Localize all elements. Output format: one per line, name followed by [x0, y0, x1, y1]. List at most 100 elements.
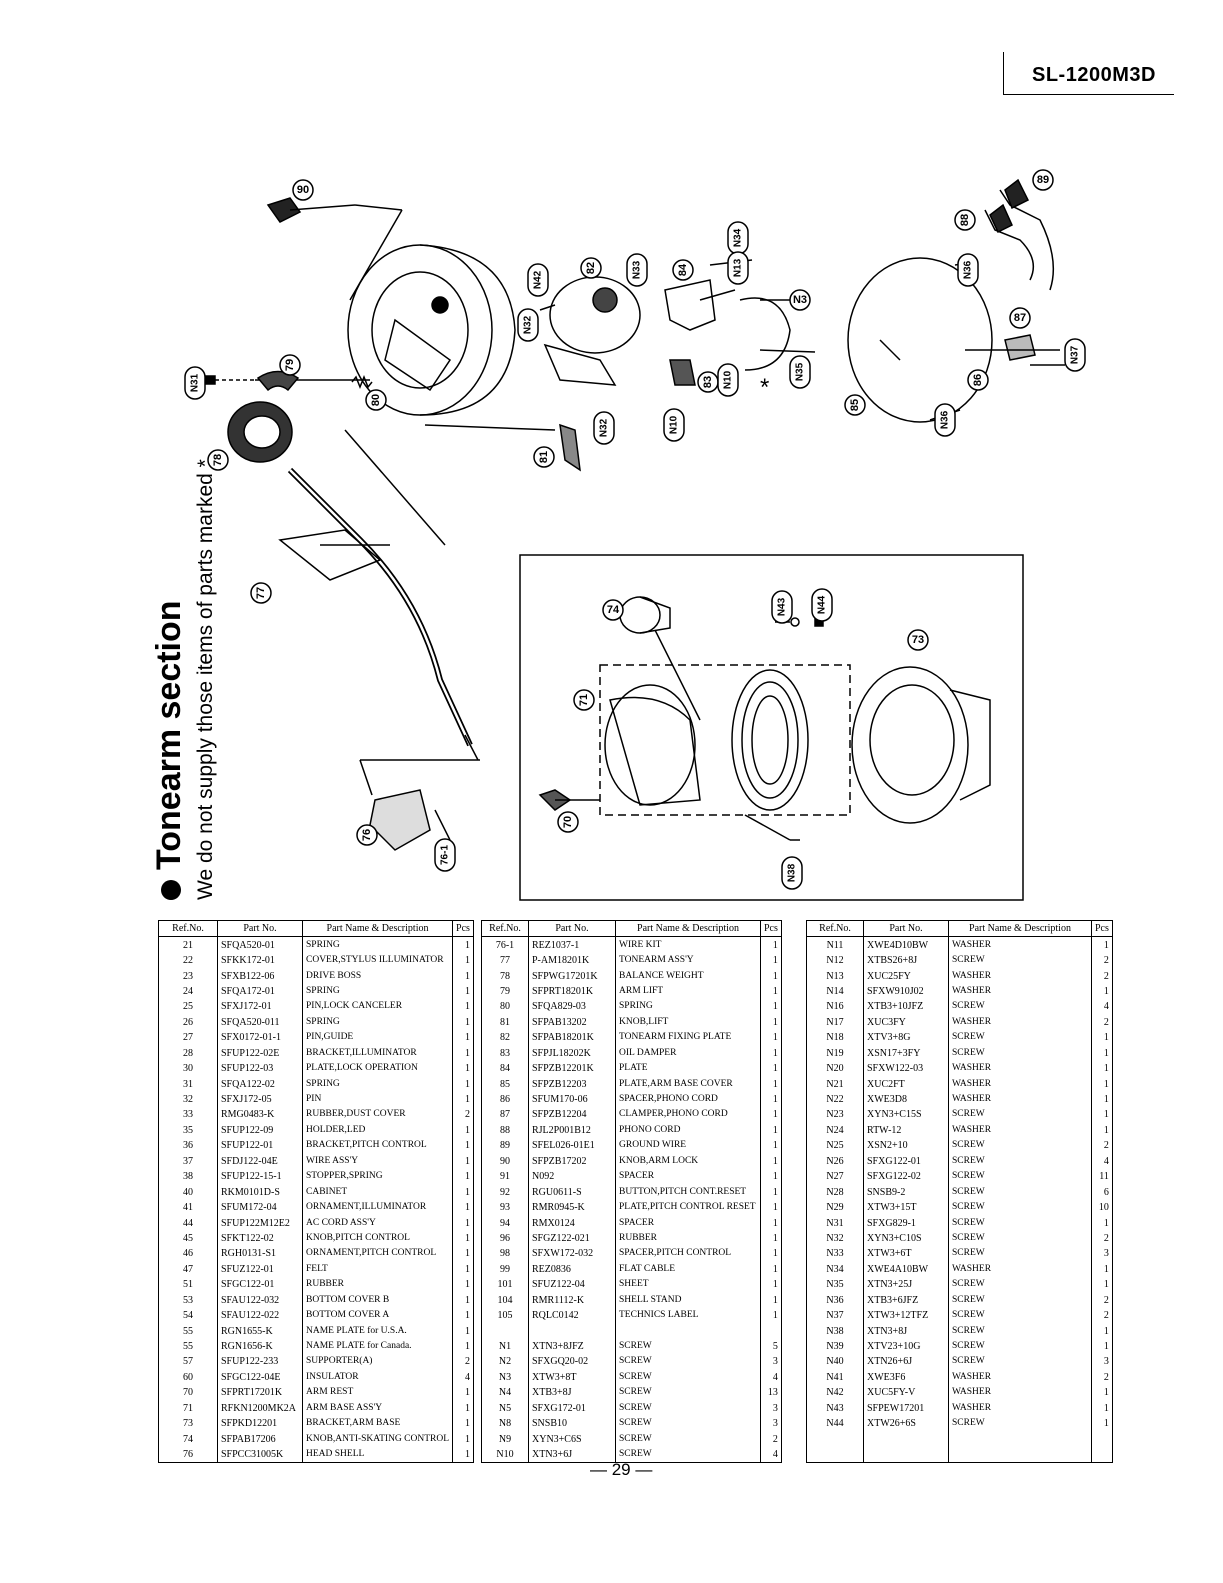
- callout-85: 85: [844, 394, 866, 416]
- part-no-cell: SFXW122-03: [863, 1060, 949, 1077]
- ref-cell: N23: [806, 1107, 864, 1123]
- pcs-cell: 1: [760, 1169, 782, 1185]
- pcs-cell: 1: [760, 1122, 782, 1139]
- description-cell: BOTTOM COVER B: [301, 1292, 454, 1308]
- ref-cell: 76-1: [481, 936, 529, 953]
- part-no-cell: XTN26+6J: [863, 1354, 949, 1370]
- description-cell: WASHER: [948, 936, 1092, 953]
- ref-cell: N4: [481, 1385, 529, 1401]
- description-cell: BUTTON,PITCH CONT.RESET: [615, 1184, 761, 1200]
- ref-cell: 25: [158, 999, 218, 1015]
- part-no-cell: SFPCC31005K: [217, 1446, 303, 1464]
- pcs-cell: 1: [1091, 1030, 1113, 1046]
- ref-cell: 46: [158, 1246, 218, 1262]
- part-no-cell: SFPKD12201: [217, 1416, 303, 1432]
- description-cell: PLATE,ARM BASE COVER: [615, 1076, 761, 1092]
- part-no-cell: XUC3FY: [863, 1014, 949, 1031]
- col-name: Part Name & Description: [948, 919, 1092, 938]
- description-cell: WASHER: [948, 1369, 1092, 1386]
- ref-cell: 77: [481, 952, 529, 969]
- description-cell: SCREW: [615, 1338, 761, 1355]
- col-name: Part Name & Description: [615, 919, 761, 938]
- part-no-cell: RKM0101D-S: [217, 1184, 303, 1200]
- callout-79: 79: [279, 354, 301, 376]
- parts-table-3: Ref.No. Part No. Part Name & Description…: [806, 919, 1113, 1464]
- description-cell: SCREW: [948, 1045, 1092, 1061]
- description-cell: PIN,GUIDE: [301, 1030, 454, 1046]
- pcs-cell: 1: [452, 1261, 474, 1278]
- part-no-cell: [863, 1431, 949, 1447]
- ref-cell: 38: [158, 1169, 218, 1185]
- pcs-cell: 1: [760, 1277, 782, 1293]
- description-cell: KNOB,ANTI-SKATING CONTROL: [301, 1431, 454, 1447]
- pcs-cell: 1: [452, 1416, 474, 1432]
- ref-cell: 24: [158, 983, 218, 1000]
- part-no-cell: SFQA520-01: [217, 936, 303, 953]
- description-cell: BRACKET,PITCH CONTROL: [301, 1138, 454, 1154]
- pcs-cell: 1: [452, 1292, 474, 1308]
- ref-cell: N40: [806, 1354, 864, 1370]
- description-cell: SPRING: [301, 936, 454, 953]
- description-cell: PLATE,LOCK OPERATION: [301, 1060, 454, 1077]
- ref-cell: N28: [806, 1184, 864, 1200]
- part-no-cell: RJL2P001B12: [528, 1122, 616, 1139]
- description-cell: CABINET: [301, 1184, 454, 1200]
- description-cell: SHEET: [615, 1277, 761, 1293]
- part-no-cell: REZ0836: [528, 1261, 616, 1278]
- ref-cell: N26: [806, 1153, 864, 1169]
- pcs-cell: 1: [452, 983, 474, 1000]
- pcs-cell: 3: [1091, 1246, 1113, 1262]
- pcs-cell: 1: [452, 936, 474, 953]
- pcs-cell: 1: [1091, 1122, 1113, 1139]
- ref-cell: 92: [481, 1184, 529, 1200]
- callout-label: 82: [585, 262, 597, 274]
- description-cell: [948, 1431, 1092, 1447]
- part-no-cell: XWE3D8: [863, 1091, 949, 1108]
- pcs-cell: 3: [760, 1354, 782, 1370]
- callout-label: 77: [255, 587, 267, 599]
- description-cell: WIRE ASS'Y: [301, 1153, 454, 1169]
- ref-cell: 89: [481, 1138, 529, 1154]
- ref-cell: 90: [481, 1153, 529, 1169]
- pcs-cell: 1: [452, 1153, 474, 1169]
- part-no-cell: XUC5FY-V: [863, 1385, 949, 1401]
- part-no-cell: XTW26+6S: [863, 1416, 949, 1432]
- part-no-cell: SFUP122-233: [217, 1354, 303, 1370]
- pcs-cell: 1: [760, 1246, 782, 1262]
- callout-80: 80: [365, 389, 387, 411]
- description-cell: [615, 1323, 761, 1339]
- ref-cell: 27: [158, 1030, 218, 1046]
- description-cell: SPRING: [301, 1014, 454, 1031]
- pcs-cell: 1: [452, 1184, 474, 1200]
- part-no-cell: XWE4D10BW: [863, 936, 949, 953]
- description-cell: SCREW: [948, 1416, 1092, 1432]
- callout-n10: N10: [663, 408, 685, 442]
- description-cell: [948, 1446, 1092, 1464]
- part-no-cell: XUC25FY: [863, 968, 949, 984]
- pcs-cell: 3: [760, 1416, 782, 1432]
- ref-cell: N5: [481, 1400, 529, 1416]
- description-cell: KNOB,LIFT: [615, 1014, 761, 1031]
- ref-cell: 51: [158, 1277, 218, 1293]
- part-no-cell: XYN3+C15S: [863, 1107, 949, 1123]
- col-pcs: Pcs: [452, 919, 474, 938]
